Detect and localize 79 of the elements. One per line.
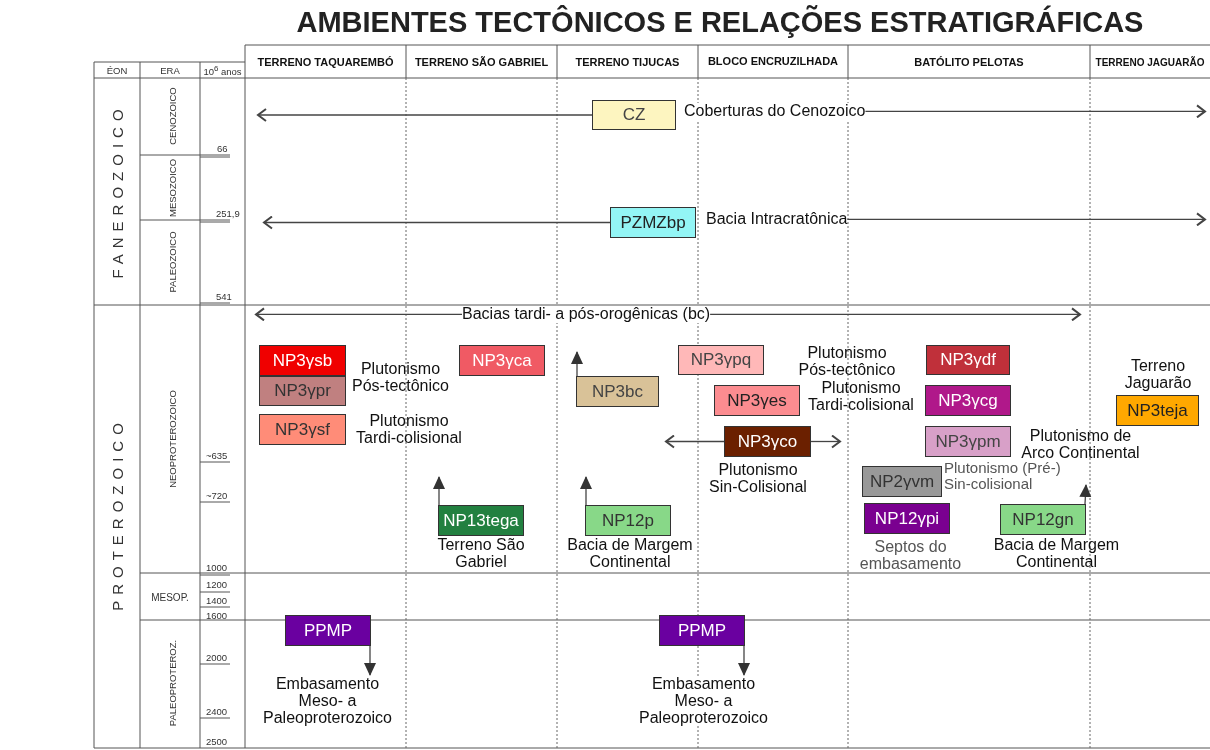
- unit-description: Bacias tardi- a pós-orogênicas (bc): [462, 306, 711, 323]
- unit-description: Plutonismo Sin-Colisional: [708, 462, 808, 496]
- unit-box: NP3γpq: [678, 345, 764, 375]
- age-value: 251,9: [216, 208, 240, 219]
- era-name: PALEOZOICO: [166, 231, 178, 293]
- era-name: NEOPROTEROZOICO: [166, 390, 178, 488]
- unit-box: NP3bc: [576, 376, 659, 407]
- era-name: PALEOPROTEROZ.: [166, 639, 178, 727]
- column-header: TERRENO JAGUARÃO: [1094, 55, 1206, 70]
- unit-description: Terreno São Gabriel: [437, 537, 525, 571]
- unit-box: NP3γpm: [925, 426, 1011, 457]
- column-header: ÉON: [105, 63, 129, 78]
- arrow: [257, 108, 593, 122]
- era-name: MESOP.: [151, 591, 189, 603]
- age-value: 541: [216, 291, 232, 302]
- column-header: 10$^{6}$ anos: [202, 63, 243, 78]
- arrow: [433, 476, 445, 506]
- unit-box: PPMP: [285, 615, 371, 646]
- arrow: [864, 104, 1206, 119]
- unit-box: NP3γdf: [926, 345, 1010, 375]
- arrow: [580, 476, 592, 506]
- age-value: 1200: [206, 579, 228, 590]
- age-value: ~635: [206, 450, 228, 461]
- eon-name: PROTEROZOICO: [108, 417, 126, 611]
- age-value: 1000: [206, 562, 228, 573]
- column-header: BLOCO ENCRUZILHADA: [706, 53, 840, 69]
- arrow: [571, 351, 583, 377]
- diagram-title: AMBIENTES TECTÔNICOS E RELAÇÕES ESTRATIGRÁFICAS: [295, 6, 1145, 39]
- arrow: [846, 212, 1206, 227]
- unit-box: NP3γpr: [259, 376, 346, 406]
- age-value: 66: [217, 143, 228, 154]
- arrow: [665, 434, 725, 449]
- age-value: ~720: [206, 490, 228, 501]
- age-value: 1600: [206, 610, 228, 621]
- age-value: 2500: [206, 736, 228, 747]
- column-header: TERRENO TIJUCAS: [574, 55, 681, 71]
- unit-description: Bacia de Margem Continental: [992, 537, 1121, 571]
- unit-description: Septos do embasamento: [858, 539, 963, 573]
- unit-box: CZ: [592, 100, 676, 130]
- unit-box: NP3γca: [459, 345, 545, 376]
- unit-box: NP3γcg: [925, 385, 1011, 416]
- unit-description: Plutonismo (Pré-) Sin-colisional: [944, 460, 1062, 492]
- unit-box: NP12gn: [1000, 504, 1086, 535]
- column-header: TERRENO TAQUAREMBÓ: [256, 55, 395, 71]
- unit-description: Plutonismo Tardi-colisional: [355, 413, 463, 447]
- unit-box: NP3γsf: [259, 414, 346, 445]
- unit-description: Terreno Jaguarão: [1123, 358, 1193, 392]
- unit-description: Plutonismo Pós-tectônico: [797, 345, 897, 379]
- unit-box: NP3γco: [724, 426, 811, 457]
- age-value: 2000: [206, 652, 228, 663]
- era-name: MESOZOICO: [166, 158, 178, 218]
- age-value: 2400: [206, 706, 228, 717]
- unit-description: Plutonismo Tardi-colisional: [807, 380, 915, 414]
- arrow: [1079, 484, 1092, 505]
- unit-description: Plutonismo Pós-tectônico: [351, 361, 450, 395]
- arrow: [263, 215, 611, 230]
- eon-name: FANEROZOICO: [108, 103, 126, 279]
- unit-box: NP3γes: [714, 385, 800, 416]
- era-name: CENOZOICO: [166, 87, 178, 145]
- age-value: 1400: [206, 595, 228, 606]
- unit-description: Bacia de Margem Continental: [566, 537, 694, 571]
- unit-box: NP2γvm: [862, 466, 942, 497]
- column-header: ERA: [159, 63, 181, 78]
- arrow: [364, 645, 376, 676]
- arrow: [255, 307, 463, 322]
- column-header: TERRENO SÃO GABRIEL: [413, 55, 550, 71]
- arrow: [709, 307, 1081, 322]
- column-header: BATÓLITO PELOTAS: [913, 55, 1025, 71]
- unit-box: NP13tega: [438, 505, 524, 536]
- unit-box: NP3teja: [1116, 395, 1199, 426]
- unit-description: Coberturas do Cenozoico: [684, 103, 866, 120]
- arrow: [738, 645, 750, 676]
- unit-description: Plutonismo de Arco Continental: [1020, 428, 1141, 462]
- unit-box: NP3γsb: [259, 345, 346, 376]
- arrow: [810, 434, 841, 449]
- unit-box: NP12γpi: [864, 503, 950, 534]
- unit-box: NP12p: [585, 505, 671, 536]
- unit-box: PPMP: [659, 615, 745, 646]
- unit-box: PZMZbp: [610, 207, 696, 238]
